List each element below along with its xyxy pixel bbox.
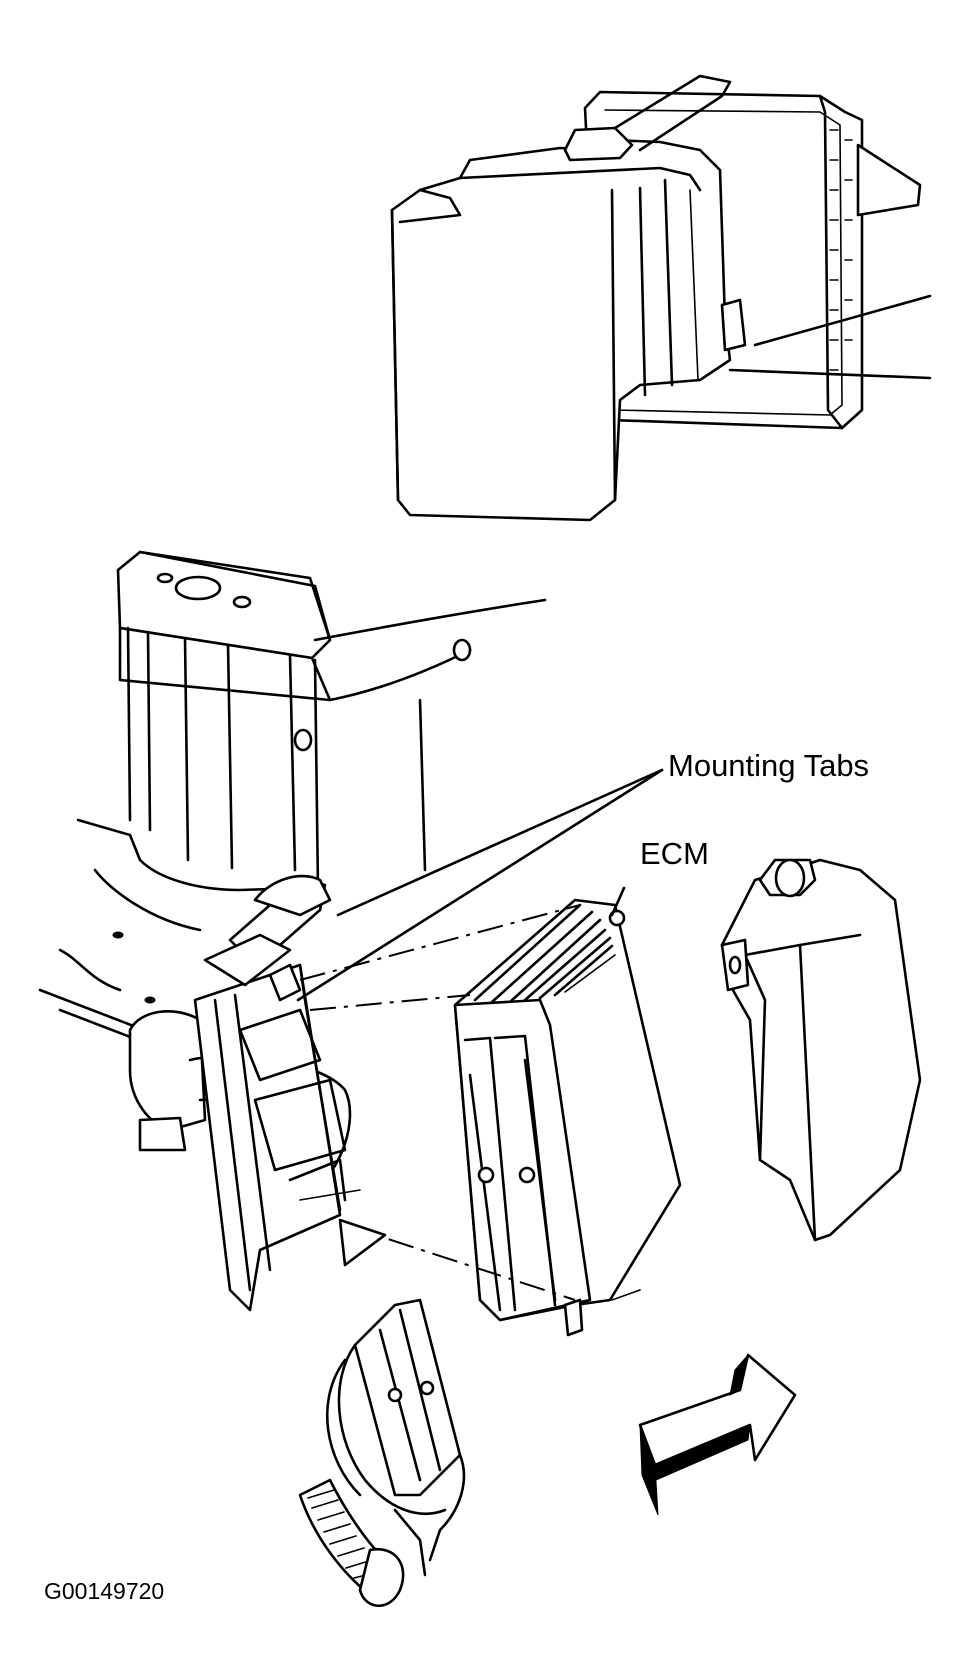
install-path-upper — [299, 904, 581, 981]
ecm-label: ECM — [640, 836, 709, 871]
label-leaders — [296, 768, 664, 1002]
direction-arrow — [638, 1353, 797, 1516]
mounting-bracket-assembly — [38, 550, 547, 1312]
ecm-module — [453, 898, 682, 1337]
mounting-tabs-label: Mounting Tabs — [668, 748, 870, 783]
figure-id: G00149720 — [44, 1578, 165, 1604]
ecm-cover — [720, 858, 922, 1242]
harness-connector — [298, 1298, 466, 1607]
triangle-marker — [338, 1218, 387, 1267]
inset-ecm-closeup — [390, 74, 932, 522]
install-path-lower — [344, 1224, 576, 1301]
install-path-mid — [309, 994, 471, 1011]
